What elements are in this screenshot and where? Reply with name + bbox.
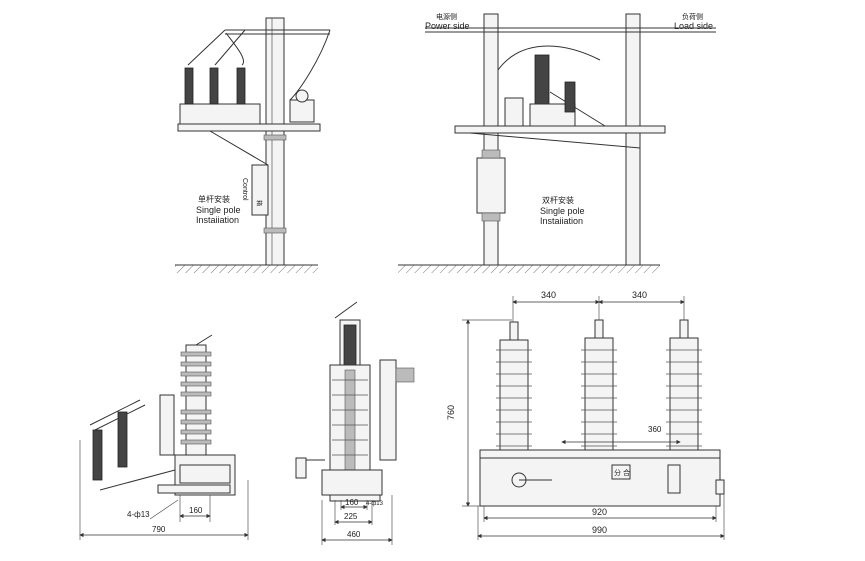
pole-spacing-right-dim: 340 bbox=[632, 290, 647, 300]
side-elevation-view: 160 4-ф13 790 bbox=[79, 334, 249, 540]
insulator-pole-2 bbox=[581, 319, 617, 451]
single-pole-installation-label: Instaiiation bbox=[196, 215, 239, 225]
front-elevation-view: 分 合 340 340 760 360 920 990 bbox=[446, 290, 725, 540]
load-side-label: Load side bbox=[674, 21, 713, 31]
control-box-label: Control bbox=[241, 178, 248, 201]
double-pole-installation-view: 电源侧 Power side 负荷侧 Load side 双杆安装 Single… bbox=[398, 12, 716, 273]
front-base-dim: 225 bbox=[344, 512, 358, 521]
side-width-dim: 790 bbox=[152, 525, 166, 534]
insulator-pole-1 bbox=[496, 321, 532, 451]
front-hole-spacing-dim: 160 bbox=[345, 498, 359, 507]
double-pole-label-cn: 双杆安装 bbox=[542, 195, 574, 205]
side-mount-holes-label: 4-ф13 bbox=[127, 510, 150, 519]
open-close-indicator: 分 合 bbox=[614, 468, 630, 477]
power-side-label: Power side bbox=[425, 21, 470, 31]
power-side-label-cn: 电源侧 bbox=[436, 12, 457, 21]
front-width-dim: 460 bbox=[347, 530, 361, 539]
side-hole-spacing-dim: 160 bbox=[189, 506, 203, 515]
load-side-label-cn: 负荷侧 bbox=[682, 12, 703, 21]
single-pole-label-cn: 单杆安装 bbox=[198, 194, 230, 204]
base-length-dim: 920 bbox=[592, 507, 607, 517]
height-dim: 760 bbox=[446, 405, 456, 420]
front-section-view: 160 4-ф13 225 460 bbox=[295, 301, 415, 545]
terminal-offset-dim: 360 bbox=[648, 425, 662, 434]
double-pole-label-en: Single pole bbox=[540, 206, 585, 216]
double-pole-installation-label: Instaiiation bbox=[540, 216, 583, 226]
single-pole-label-en: Single pole bbox=[196, 205, 241, 215]
pole-spacing-left-dim: 340 bbox=[541, 290, 556, 300]
front-hole-label: 4-ф13 bbox=[366, 501, 384, 507]
insulator-pole-3 bbox=[666, 319, 702, 451]
control-box-label-cn: 箱 bbox=[255, 200, 263, 206]
single-pole-installation-view: Control 箱 单杆安装 Single pole Instaiiation bbox=[175, 17, 331, 273]
overall-length-dim: 990 bbox=[592, 525, 607, 535]
